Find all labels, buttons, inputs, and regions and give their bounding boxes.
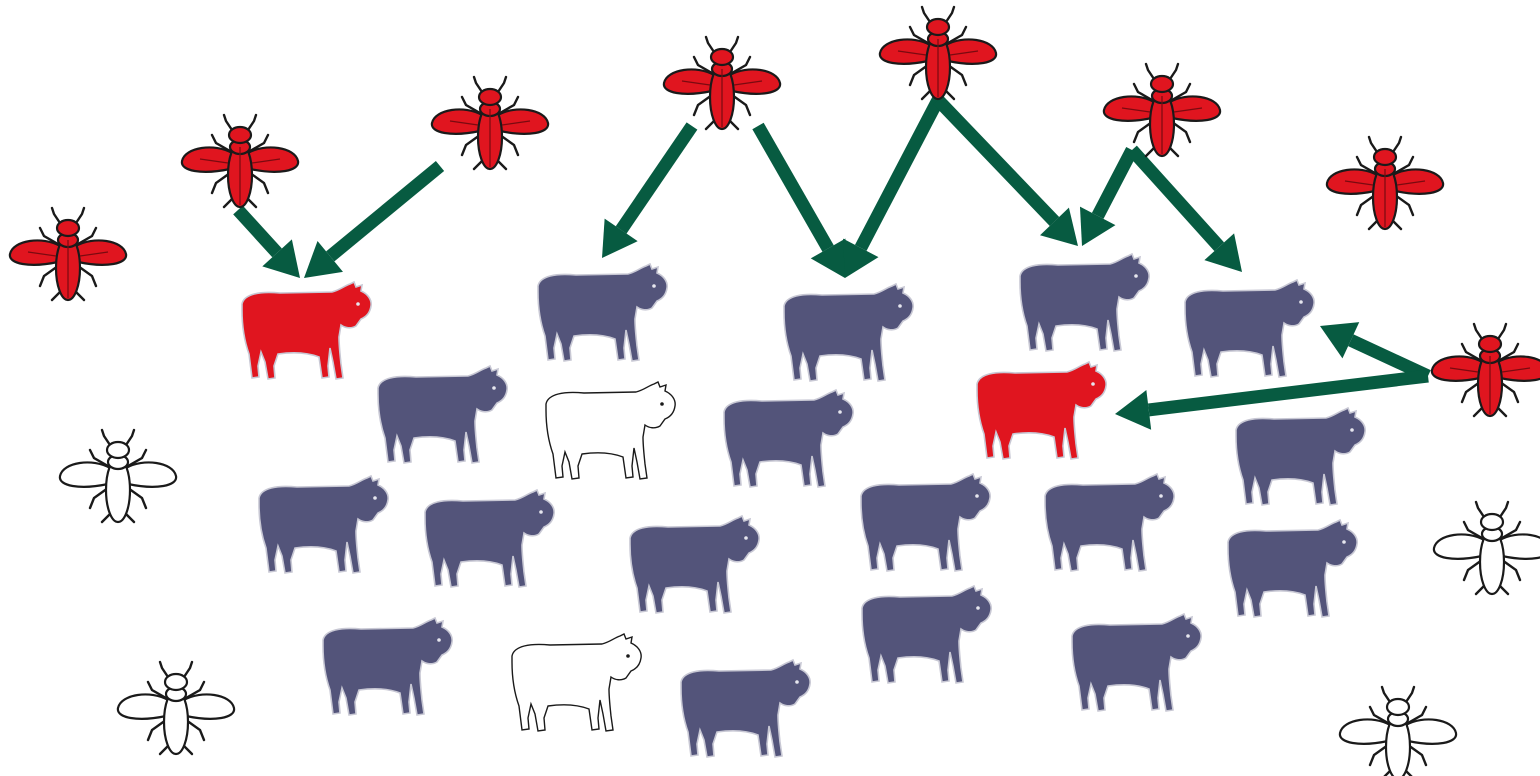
fly-icon bbox=[1432, 324, 1540, 416]
cow-eye bbox=[975, 494, 979, 498]
cow-eye bbox=[1342, 540, 1346, 544]
transmission-arrow bbox=[304, 166, 440, 278]
cow-eye bbox=[492, 386, 496, 390]
cow-icon bbox=[681, 660, 810, 757]
cow-icon bbox=[323, 618, 452, 715]
arrow-shaft bbox=[238, 210, 277, 253]
cow-eye bbox=[660, 402, 664, 406]
cow-eye bbox=[795, 680, 799, 684]
cow-icon bbox=[1236, 408, 1365, 505]
fly-icon bbox=[182, 115, 298, 207]
transmission-arrow bbox=[1320, 322, 1428, 376]
cow-eye bbox=[1159, 494, 1163, 498]
fly-icon bbox=[1104, 64, 1220, 156]
cow-icon bbox=[378, 366, 507, 463]
transmission-arrow bbox=[938, 100, 1078, 246]
cow-eye bbox=[373, 496, 377, 500]
cow-eye bbox=[1186, 634, 1190, 638]
cow-eye bbox=[1350, 428, 1354, 432]
fly-icon bbox=[1327, 137, 1443, 229]
transmission-arrow bbox=[238, 210, 300, 278]
transmission-arrow bbox=[843, 100, 938, 278]
cow-icon bbox=[242, 282, 371, 379]
fly-icon bbox=[118, 662, 234, 754]
cow-icon bbox=[861, 474, 990, 571]
arrow-shaft bbox=[330, 166, 440, 256]
cow-icon bbox=[977, 362, 1106, 459]
cow-eye bbox=[838, 410, 842, 414]
cow-icon bbox=[784, 284, 913, 381]
cow-eye bbox=[1299, 300, 1303, 304]
cow-icon bbox=[425, 490, 554, 587]
transmission-arrow bbox=[1080, 150, 1132, 246]
arrow-shaft bbox=[938, 100, 1054, 221]
arrow-shaft bbox=[1351, 340, 1428, 376]
cow-icon bbox=[1045, 474, 1174, 571]
cow-eye bbox=[626, 654, 630, 658]
cow-eye bbox=[898, 304, 902, 308]
fly-icon bbox=[880, 7, 996, 99]
arrow-shaft bbox=[1149, 376, 1428, 410]
cow-eye bbox=[1134, 274, 1138, 278]
cow-icon bbox=[1020, 254, 1149, 351]
arrow-shaft bbox=[621, 126, 692, 230]
cow-icon bbox=[1185, 280, 1314, 377]
arrow-shaft bbox=[861, 100, 938, 248]
cow-icon bbox=[1228, 520, 1357, 617]
cow-eye bbox=[1091, 382, 1095, 386]
cow-eye bbox=[356, 302, 360, 306]
arrow-shaft bbox=[1132, 150, 1219, 247]
arrow-shaft bbox=[1098, 150, 1132, 216]
fly-icon bbox=[60, 430, 176, 522]
cow-eye bbox=[539, 510, 543, 514]
cow-eye bbox=[976, 606, 980, 610]
fly-icon bbox=[664, 37, 780, 129]
cow-icon bbox=[259, 476, 388, 573]
cow-herd bbox=[242, 254, 1365, 757]
fly-icon bbox=[10, 208, 126, 300]
cow-icon bbox=[724, 390, 853, 487]
fly-icon bbox=[432, 77, 548, 169]
arrow-head bbox=[1115, 390, 1151, 430]
fly-icon bbox=[1434, 502, 1540, 594]
cow-eye bbox=[652, 284, 656, 288]
arrow-shaft bbox=[758, 126, 828, 248]
cow-eye bbox=[744, 536, 748, 540]
cow-icon bbox=[862, 586, 991, 683]
cow-icon bbox=[538, 264, 667, 361]
transmission-arrow bbox=[602, 126, 692, 258]
transmission-arrow bbox=[758, 126, 845, 278]
cow-icon bbox=[546, 382, 675, 479]
fly-icon bbox=[1340, 687, 1456, 776]
cow-icon bbox=[1072, 614, 1201, 711]
cow-eye bbox=[437, 638, 441, 642]
transmission-arrow bbox=[1132, 150, 1242, 272]
cow-icon bbox=[512, 634, 641, 731]
cow-icon bbox=[630, 516, 759, 613]
